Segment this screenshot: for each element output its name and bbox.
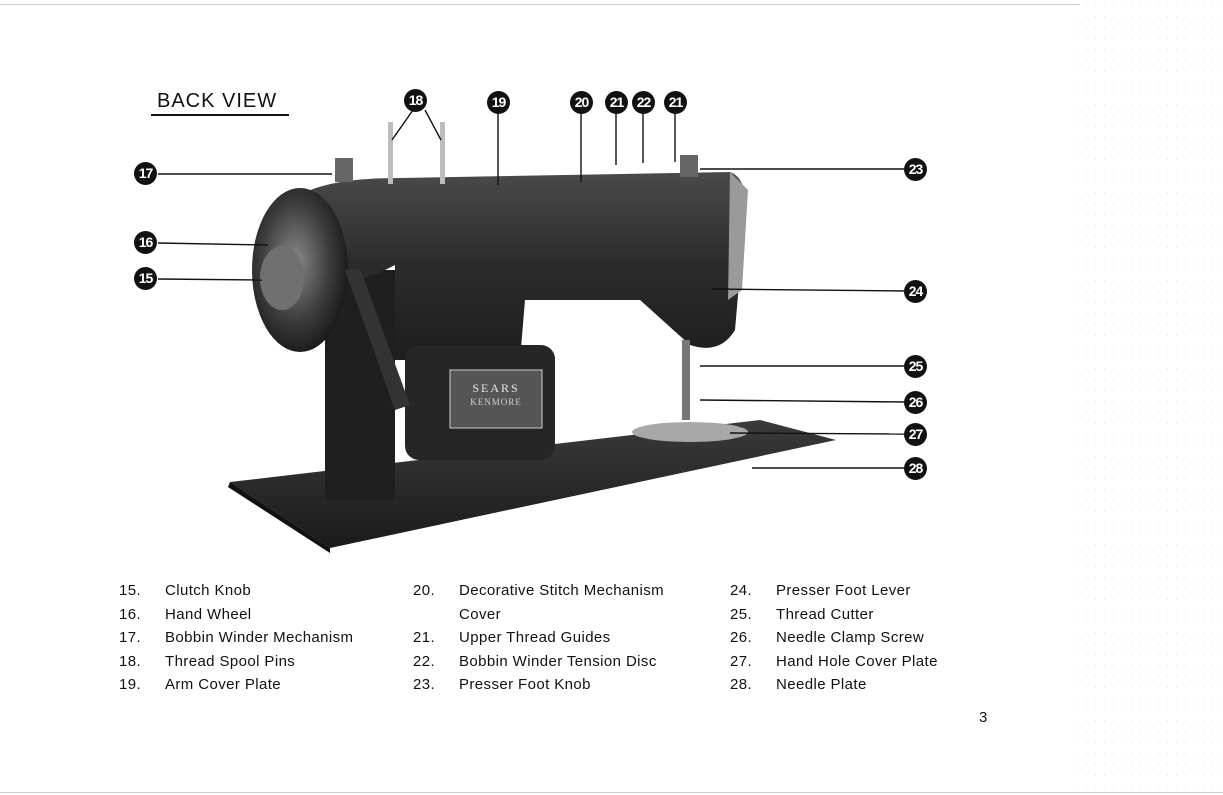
legend-item: 27. Hand Hole Cover Plate [730, 650, 938, 674]
callout-25: 25 [904, 355, 927, 378]
sewing-machine-illustration: SEARS KENMORE [157, 109, 905, 553]
legend-num: 15. [119, 582, 142, 599]
callout-27: 27 [904, 423, 927, 446]
bobbin-winder-knob [335, 158, 353, 182]
legend-item: 22. Bobbin Winder Tension Disc [413, 650, 664, 674]
legend-num: 26. [730, 629, 753, 646]
legend-num: 17. [119, 629, 142, 646]
machine-base [230, 420, 836, 548]
clutch-knob-shape [260, 246, 304, 310]
callout-16: 16 [134, 231, 157, 254]
legend-item: 16. Hand Wheel [119, 603, 353, 627]
legend-text-continuation: Cover [459, 605, 502, 623]
callout-17: 17 [134, 162, 157, 185]
base-edge [228, 482, 330, 553]
badge-brand: SEARS [472, 381, 519, 395]
legend-item: 26. Needle Clamp Screw [730, 626, 938, 650]
end-cap [728, 172, 748, 300]
machine-arm [300, 172, 746, 360]
legend-num: 25. [730, 605, 753, 623]
callout-20: 20 [570, 91, 593, 114]
callout-21-first: 21 [605, 91, 628, 114]
legend-column-3: 24. Presser Foot Lever 25. Thread Cutter 2… [730, 579, 938, 697]
legend-text: Hand Hole Cover Plate [776, 652, 938, 670]
legend-item: 19. Arm Cover Plate [119, 673, 353, 697]
legend-column-2: 20. Decorative Stitch Mechanism Cover 21.… [413, 579, 664, 697]
legend-text: Clutch Knob [165, 582, 252, 599]
legend-item: 18. Thread Spool Pins [119, 650, 353, 674]
legend-item: 17. Bobbin Winder Mechanism [119, 626, 353, 650]
legend-item: 20. Decorative Stitch Mechanism [413, 579, 664, 603]
legend-num: 24. [730, 582, 753, 599]
legend-item: 15. Clutch Knob [119, 579, 353, 603]
title-underline [151, 114, 289, 116]
legend-num: 16. [119, 605, 142, 623]
belt-arm [345, 268, 410, 410]
callout-28: 28 [904, 457, 927, 480]
callout-15: 15 [134, 267, 157, 290]
legend-item: 21. Upper Thread Guides [413, 626, 664, 650]
legend-text: Thread Spool Pins [165, 652, 296, 670]
leader-lines [157, 109, 905, 469]
callout-26: 26 [904, 391, 927, 414]
scan-edge-top [0, 4, 1080, 5]
callout-22: 22 [632, 91, 655, 114]
legend-num: 27. [730, 652, 753, 670]
legend-num: 20. [413, 582, 436, 599]
legend-num: 21. [413, 629, 436, 646]
legend-text: Upper Thread Guides [459, 629, 611, 646]
scan-noise [1073, 0, 1223, 795]
legend-item: 24. Presser Foot Lever [730, 579, 938, 603]
legend-item: 28. Needle Plate [730, 673, 938, 697]
page-title: BACK VIEW [157, 90, 278, 112]
badge-model: KENMORE [470, 397, 522, 407]
scan-edge-bottom [0, 792, 1223, 793]
callout-18: 18 [404, 89, 427, 112]
legend-text: Thread Cutter [776, 605, 874, 623]
legend-item: 23. Presser Foot Knob [413, 673, 664, 697]
presser-foot-knob [680, 155, 698, 177]
motor-badge [449, 369, 543, 429]
spool-pin-right [440, 122, 445, 184]
legend-text: Bobbin Winder Mechanism [165, 629, 354, 646]
legend-text: Needle Clamp Screw [776, 629, 925, 646]
legend-text: Hand Wheel [165, 605, 252, 623]
needle-plate-shape [632, 422, 748, 442]
legend-num: 28. [730, 676, 753, 693]
callout-24: 24 [904, 280, 927, 303]
legend-text: Presser Foot Lever [776, 582, 911, 599]
page-number: 3 [979, 709, 988, 726]
legend-text: Presser Foot Knob [459, 676, 591, 693]
legend-text: Needle Plate [776, 676, 867, 693]
callout-19: 19 [487, 91, 510, 114]
legend-num: 18. [119, 652, 142, 670]
legend-text: Decorative Stitch Mechanism [459, 582, 665, 599]
legend-text: Bobbin Winder Tension Disc [459, 652, 657, 670]
spool-pin-left [388, 122, 393, 184]
needle-bar [682, 340, 690, 420]
legend-num: 23. [413, 676, 436, 693]
legend-column-1: 15. Clutch Knob 16. Hand Wheel 17. Bobbin W… [119, 579, 353, 697]
legend-num: 19. [119, 676, 142, 693]
legend-text: Arm Cover Plate [165, 676, 282, 693]
legend-num: 22. [413, 652, 436, 670]
callout-23: 23 [904, 158, 927, 181]
callout-21-second: 21 [664, 91, 687, 114]
legend-item: 25. Thread Cutter [730, 603, 938, 627]
